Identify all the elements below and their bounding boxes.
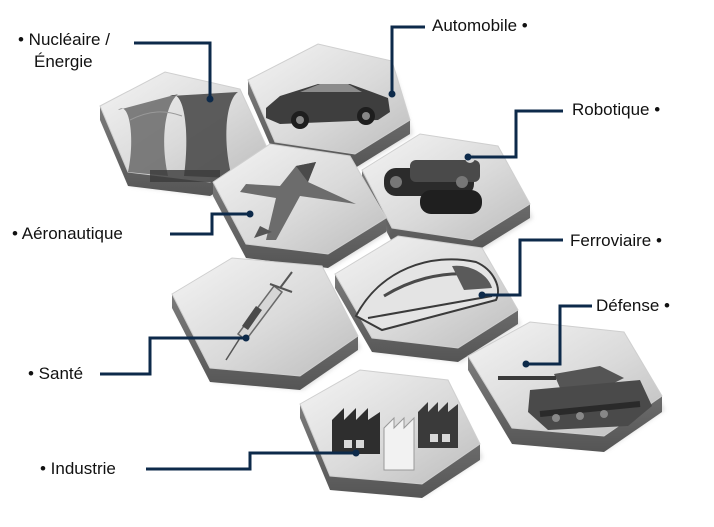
connector-sante bbox=[100, 336, 246, 376]
connector-dot-aeronautique bbox=[246, 210, 254, 218]
connector-ferroviaire bbox=[482, 238, 563, 297]
syringe-icon bbox=[225, 271, 293, 361]
connector-industrie bbox=[146, 451, 356, 471]
connector-nucleaire bbox=[134, 41, 212, 99]
connector-dot-industrie bbox=[352, 449, 360, 457]
hex-tile-industrie bbox=[299, 369, 483, 498]
hex-tile-nucleaire bbox=[99, 71, 273, 196]
hex-tile-defense bbox=[467, 321, 665, 452]
cooling-tower-icon bbox=[118, 92, 238, 182]
connector-dot-automobile bbox=[388, 90, 396, 98]
label-nucleaire-line1: • Nucléaire / bbox=[18, 30, 110, 49]
connector-dot-robotique bbox=[464, 153, 472, 161]
fighter-jet-icon bbox=[240, 162, 356, 240]
label-ferroviaire: Ferroviaire • bbox=[570, 231, 662, 250]
label-nucleaire-line2: Énergie bbox=[34, 52, 93, 71]
hex-tile-robotique bbox=[361, 133, 533, 254]
connector-aeronautique bbox=[170, 212, 250, 236]
hex-tile-ferroviaire bbox=[334, 235, 521, 362]
tank-icon bbox=[498, 366, 652, 430]
label-sante: • Santé bbox=[28, 364, 84, 383]
connector-dot-nucleaire bbox=[206, 95, 214, 103]
connector-defense bbox=[526, 304, 592, 366]
hex-tile-sante bbox=[171, 257, 361, 390]
label-aeronautique: • Aéronautique bbox=[12, 224, 123, 243]
label-robotique: Robotique • bbox=[572, 100, 661, 119]
connector-automobile bbox=[390, 25, 425, 94]
connector-dot-defense bbox=[522, 360, 530, 368]
sports-car-icon bbox=[266, 84, 390, 129]
high-speed-train-icon bbox=[354, 258, 499, 332]
connector-dot-sante bbox=[242, 334, 250, 342]
label-automobile: Automobile • bbox=[432, 16, 528, 35]
factory-icon bbox=[332, 402, 458, 471]
hex-tile-aeronautique bbox=[212, 143, 389, 268]
label-defense: Défense • bbox=[596, 296, 670, 315]
label-industrie: • Industrie bbox=[40, 459, 116, 478]
tracked-robot-icon bbox=[384, 153, 482, 214]
hex-tile-automobile bbox=[247, 43, 413, 168]
connector-robotique bbox=[470, 109, 563, 159]
connector-dot-ferroviaire bbox=[478, 291, 486, 299]
